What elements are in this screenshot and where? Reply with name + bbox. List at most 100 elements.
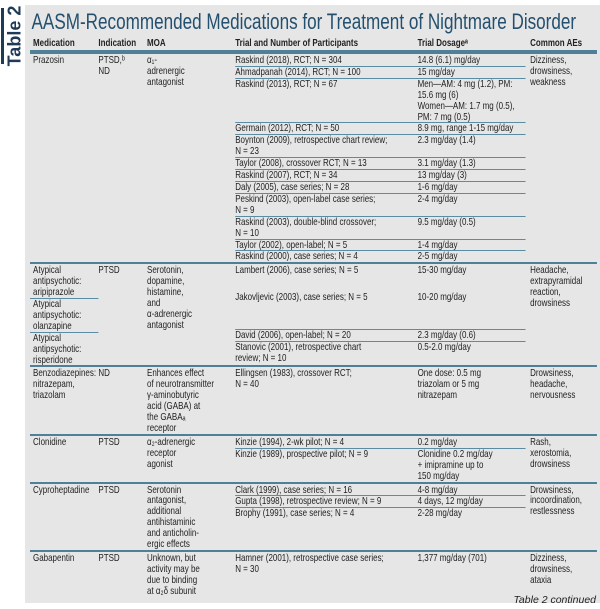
trial-name: Brophy (1991), case series; N = 4 (235, 507, 355, 520)
trial-row: Raskind (2003), double-blind crossover; … (235, 215, 526, 240)
trial-name: Clark (1999), case series; N = 16 (235, 483, 353, 496)
moa-cell: α₁- adrenergic antagonist (147, 54, 185, 88)
adverse-effects-cell: Dizziness, drowsiness, ataxia (530, 551, 573, 586)
trial-dosage: 14.8 (6.1) mg/day (417, 54, 481, 66)
trial-row: Jakovljevic (2003), case series; N = 5 10… (235, 291, 526, 331)
adverse-effects-cell: Rash, xerostomia, drowsiness (530, 435, 572, 470)
trial-name: Ellingsen (1983), crossover RCT; N = 40 (235, 367, 352, 391)
trial-name: Hamner (2001), retrospective case series… (235, 551, 384, 575)
header-moa: MOA (147, 37, 166, 49)
trial-dosage: 0.5-2.0 mg/day (417, 341, 471, 354)
trial-name: Raskind (2000), case series; N = 4 (235, 250, 358, 263)
medications-table: Medication Indication MOA Trial and Numb… (30, 37, 597, 597)
moa-cell: Serotonin, dopamine, histamine, and α-ad… (147, 264, 193, 331)
medication-cell: Gabapentin (30, 553, 98, 597)
trial-row: Raskind (2007), RCT; N = 34 13 mg/day (3) (235, 169, 526, 182)
adverse-effects-cell: Headache, extrapyramidal reaction, drows… (530, 264, 583, 310)
medication-name: Benzodiazepines: nitrazepam, triazolam (33, 367, 97, 402)
header-dosage: Trial Dosageᵃ (417, 37, 469, 49)
trial-name: Ahmadpanah (2014), RCT; N = 100 (235, 65, 361, 78)
trial-dosage: 2-28 mg/day (417, 507, 462, 520)
adverse-effects-cell: Drowsiness, headache, nervousness (530, 367, 576, 402)
trial-row: Boynton (2009), retrospective chart revi… (235, 134, 526, 159)
indication-cell: PTSD (98, 483, 120, 496)
trial-dosage: 9.5 mg/day (0.5) (417, 215, 476, 228)
trial-dosage: 1-4 mg/day (417, 238, 458, 251)
trial-dosage: 1,377 mg/day (701) (417, 551, 487, 564)
table-number-text: Table 2 (4, 5, 24, 67)
trial-name: Jakovljevic (2003), case series; N = 5 (235, 291, 368, 304)
trial-row: Hamner (2001), retrospective case series… (235, 553, 525, 575)
medication-name: Clonidine (33, 435, 67, 448)
trial-name: Boynton (2009), retrospective chart revi… (235, 134, 388, 158)
trial-dosage: 1-6 mg/day (417, 180, 458, 193)
medication-cell: Clonidine (30, 437, 98, 482)
trial-dosage: 3.1 mg/day (1.3) (417, 157, 476, 170)
trial-dosage: Clonidine 0.2 mg/day + imipramine up to … (417, 447, 493, 482)
indication-cell: PTSD (98, 435, 120, 448)
table-number-label: Table 2 (1, 5, 25, 67)
indication-cell: PTSD (98, 551, 120, 564)
trial-name: Lambert (2006), case series; N = 5 (235, 264, 359, 277)
trial-name: Daly (2005), case series; N = 28 (235, 180, 350, 193)
header-trial: Trial and Number of Participants (235, 37, 359, 49)
header-row: Medication Indication MOA Trial and Numb… (30, 37, 597, 52)
trial-dosage: 2-5 mg/day (417, 250, 458, 263)
trial-dosage: Men—AM: 4 mg (1.2), PM: 15.6 mg (6) Wome… (417, 77, 515, 123)
trial-row: Raskind (2018), RCT; N = 304 14.8 (6.1) m… (235, 54, 526, 67)
trial-dosage: 0.2 mg/day (417, 435, 458, 448)
medication-cell: Cyproheptadine (30, 484, 98, 550)
adverse-effects-cell: Drowsiness, incoordination, restlessness (530, 483, 582, 518)
trial-name: Raskind (2007), RCT; N = 34 (235, 169, 338, 182)
adverse-effects-cell: Dizziness, drowsiness, weakness (530, 54, 573, 88)
trial-row: Raskind (2000), case series; N = 4 2-5 mg… (235, 251, 525, 262)
trial-row: Brophy (1991), case series; N = 4 2-28 mg… (235, 508, 525, 519)
trial-dosage: 13 mg/day (3) (417, 169, 467, 182)
trial-dosage: 2.3 mg/day (0.6) (417, 329, 476, 342)
trial-dosage: 2.3 mg/day (1.4) (417, 134, 476, 147)
indication-cell: PTSD,ᵇ ND (98, 54, 125, 77)
table-panel (25, 5, 600, 603)
medication-cell: Prazosin (30, 55, 98, 262)
trial-row: Ahmadpanah (2014), RCT; N = 100 15 mg/day (235, 65, 526, 79)
table-continued-note: Table 2 continued (513, 594, 596, 606)
medication-name: Gabapentin (33, 551, 75, 564)
header-indication: Indication (98, 37, 137, 49)
trial-dosage: 8.9 mg, range 1-15 mg/day (417, 122, 514, 135)
header-medication: Medication (33, 37, 75, 49)
trial-row: Stanovic (2001), retrospective chart rev… (235, 342, 525, 364)
trial-name: David (2006), open-label; N = 20 (235, 329, 351, 342)
trials-cell: Raskind (2018), RCT; N = 304 14.8 (6.1) m… (235, 54, 526, 262)
medication-name: Atypical antipsychotic: olanzapine (30, 299, 99, 333)
trial-name: Raskind (2003), double-blind crossover; … (235, 215, 377, 239)
indication-cell: PTSD (98, 264, 120, 277)
trial-dosage: 10-20 mg/day (417, 291, 467, 304)
header-aes: Common AEs (530, 37, 583, 49)
trial-name: Raskind (2018), RCT; N = 304 (235, 54, 342, 66)
trial-row: Peskind (2003), open-label case series; … (235, 192, 526, 217)
trial-name: Peskind (2003), open-label case series; … (235, 192, 376, 216)
medication-name: Atypical antipsychotic: risperidone (33, 331, 82, 366)
trial-dosage: 4 days, 12 mg/day (417, 495, 483, 508)
trial-row: David (2006), open-label; N = 20 2.3 mg/d… (235, 329, 526, 343)
medication-cell: Benzodiazepines: nitrazepam, triazolam (30, 368, 98, 433)
trial-dosage: 15 mg/day (417, 65, 455, 78)
trial-dosage: 2-4 mg/day (417, 192, 458, 205)
